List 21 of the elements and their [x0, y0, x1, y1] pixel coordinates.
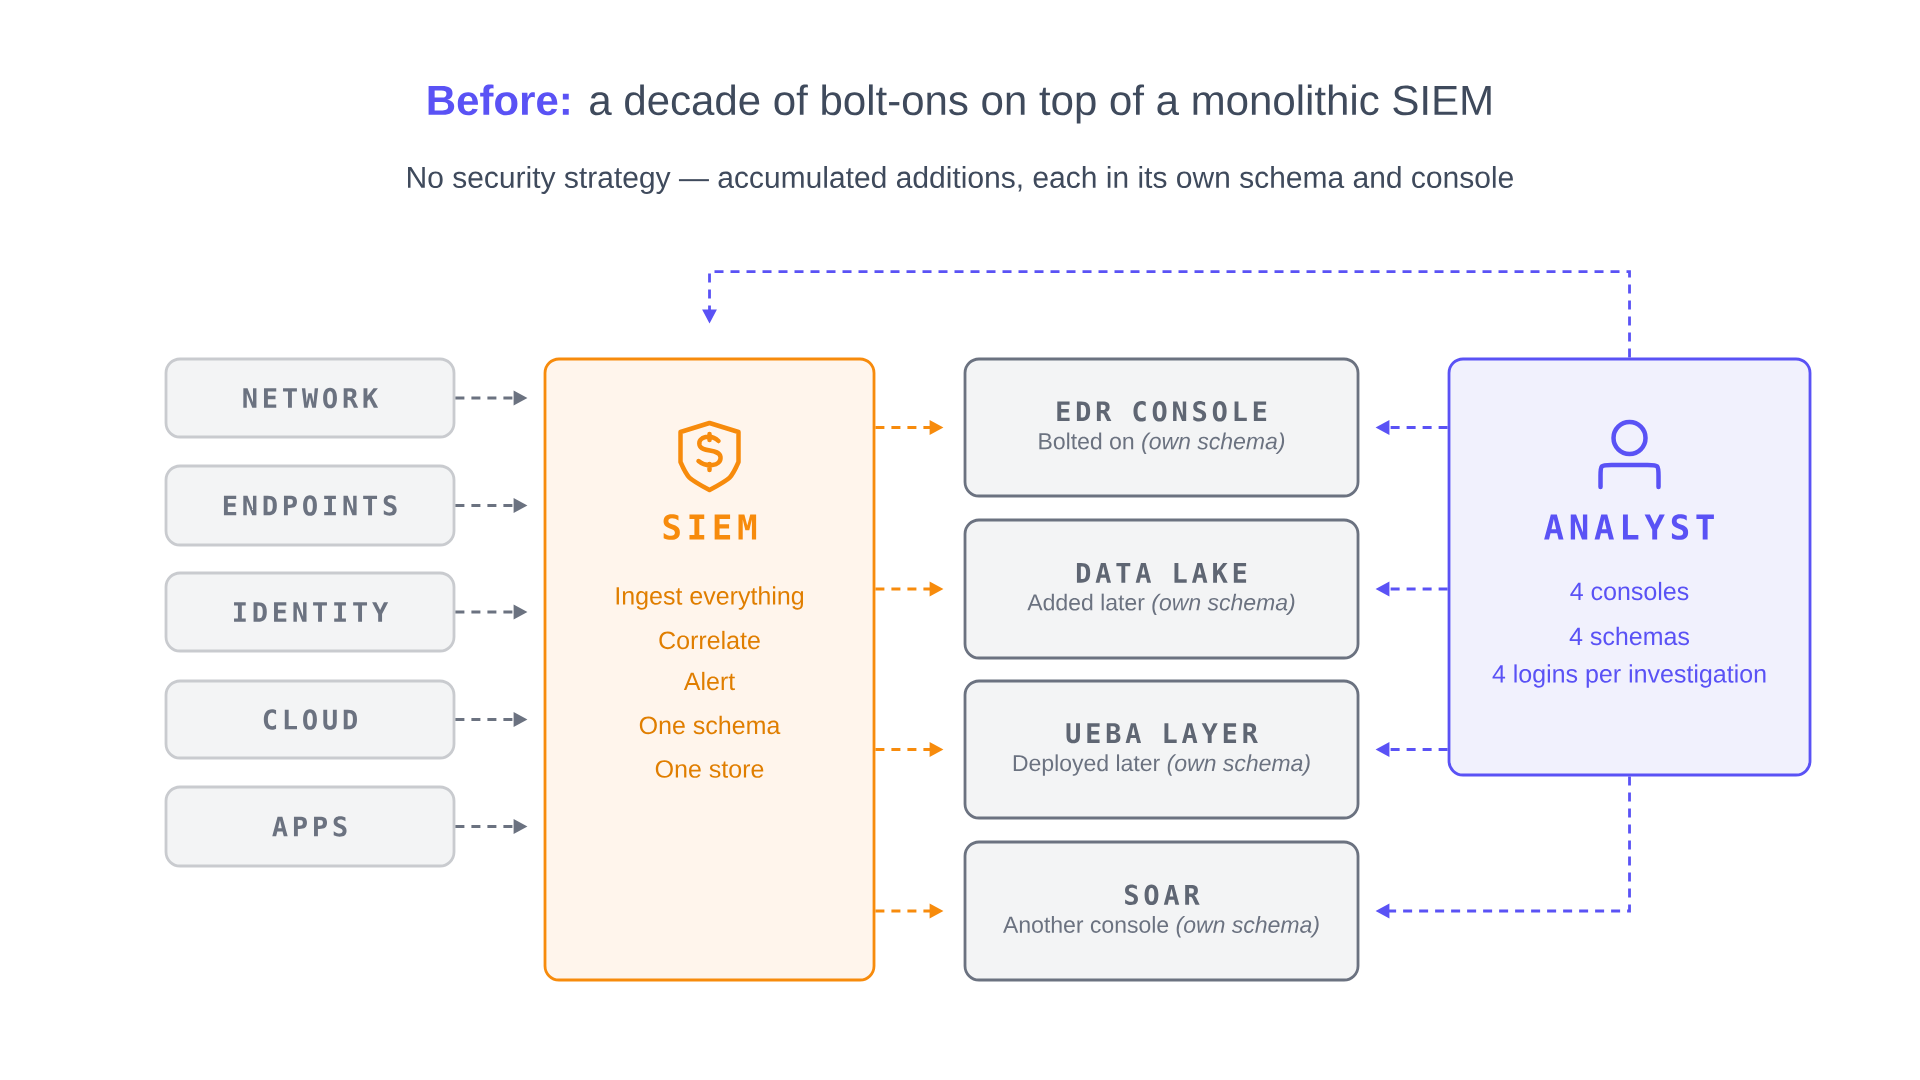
- box-heading: SIEM: [663, 514, 757, 540]
- feature-line: One store: [655, 760, 764, 778]
- subtitle: No security strategy — accumulated additions, each in its own schema and console: [408, 166, 1513, 194]
- stat-line: 4 schemas: [1569, 626, 1689, 646]
- tool-box: UEBA LAYER Deployed later (own schema): [963, 679, 1360, 820]
- source-box: CLOUD: [164, 679, 456, 760]
- source-box: ENDPOINTS: [164, 464, 456, 547]
- source-box: IDENTITY: [164, 571, 456, 653]
- feature-line: One schema: [639, 715, 781, 735]
- source-box: NETWORK: [164, 357, 456, 439]
- stat-line: 4 consoles: [1570, 581, 1689, 601]
- tool-box: DATA LAKE Added later (own schema): [963, 518, 1360, 660]
- source-box: APPS: [164, 785, 456, 868]
- tool-box: EDR CONSOLE Bolted on (own schema): [963, 357, 1360, 498]
- feature-line: Ingest everything: [616, 586, 804, 610]
- stat-line: 4 logins per investigation: [1492, 664, 1766, 688]
- tool-box: SOAR Another console (own schema): [963, 840, 1360, 982]
- title: Before: a decade of bolt-ons on top of a monolithic SIEM: [428, 84, 1491, 124]
- feature-line: Correlate: [659, 630, 760, 650]
- box-heading: ANALYST: [1544, 514, 1714, 540]
- feature-line: Alert: [683, 671, 735, 691]
